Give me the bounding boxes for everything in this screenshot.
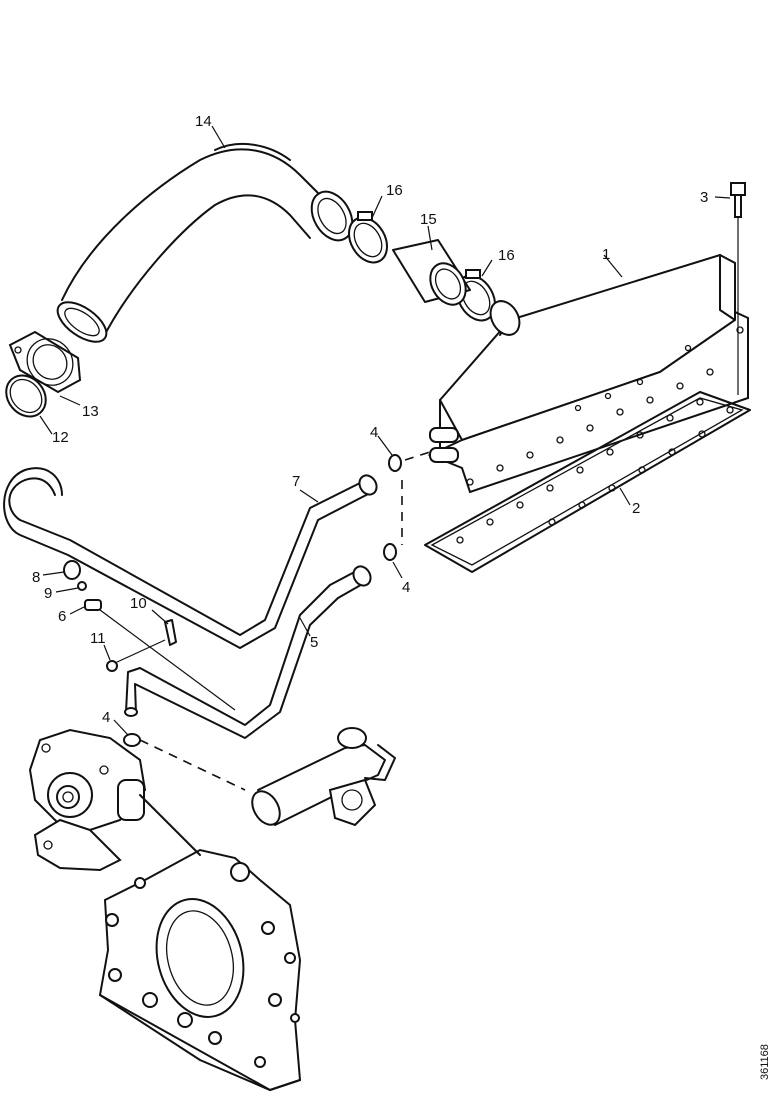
o-ring-4c [123,733,141,747]
hose-sleeve-15 [392,239,471,306]
coolant-pipe-5 [124,565,372,739]
callout-6: 6 [58,608,66,625]
callout-14: 14 [195,113,212,130]
fitting-9 [77,581,87,591]
fitting-6 [84,599,236,711]
callout-11: 11 [90,630,106,647]
intake-pipe-14 [56,143,354,343]
callout-16b: 16 [498,247,515,264]
callout-4c: 4 [102,709,110,726]
callout-3: 3 [700,189,708,206]
hose-clamp-16a [348,211,388,264]
screw-11 [106,639,166,672]
cooler-housing-1 [427,253,749,494]
callout-15: 15 [420,211,437,228]
leader-lines [39,125,731,736]
callout-16a: 16 [386,182,403,199]
o-ring-4a [388,454,402,472]
callout-7: 7 [292,473,300,490]
callout-12: 12 [52,429,69,446]
seal-ring-12 [5,374,47,418]
elbow-fitting [251,727,396,827]
timing-cover [98,794,302,1092]
callout-5: 5 [310,634,318,651]
callout-13: 13 [82,403,99,420]
fitting-8 [63,560,81,580]
gasket-2 [424,391,751,573]
o-ring-4b [383,543,397,561]
gasket-holes [456,398,734,544]
callout-8: 8 [32,569,40,586]
bolt-3 [730,182,746,395]
water-pump-assembly [28,728,147,872]
housing-bolt-holes [466,326,744,486]
callout-4b: 4 [402,579,410,596]
alignment-lines [139,451,431,791]
callout-2: 2 [632,500,640,517]
callout-1: 1 [602,246,610,263]
callout-4a: 4 [370,424,378,441]
drawing-reference-number: 361168 [759,1044,771,1080]
callout-9: 9 [44,585,52,602]
clip-10 [164,619,177,646]
coolant-pipe-7 [3,467,378,649]
callout-labels: 14 16 15 16 1 3 13 12 4 7 2 4 5 8 9 6 10… [32,113,708,726]
callout-10: 10 [130,595,147,612]
flange-13 [8,330,82,394]
